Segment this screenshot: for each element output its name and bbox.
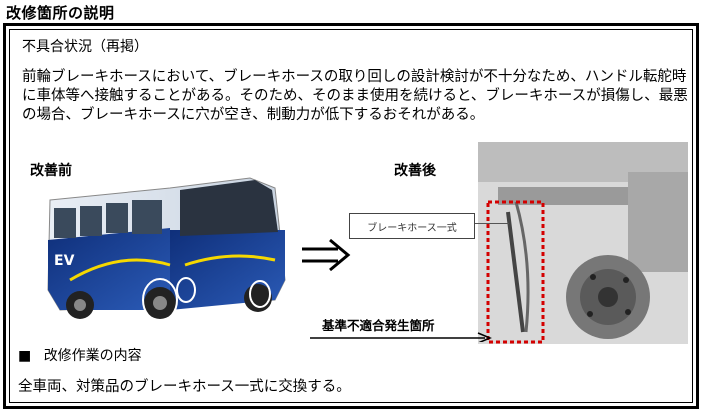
page-title: 改修箇所の説明 — [6, 4, 115, 22]
section2-heading-row: ■ 改修作業の内容 — [18, 347, 142, 365]
nonconformance-arrow-icon — [310, 332, 492, 342]
svg-text:EV: EV — [54, 253, 75, 269]
section2-body: 全車両、対策品のブレーキホース一式に交換する。 — [18, 379, 351, 395]
before-label: 改善前 — [30, 163, 72, 179]
inner-frame: 不具合状況（再掲） 前輪ブレーキホースにおいて、ブレーキホースの取り回しの設計検… — [9, 29, 693, 403]
arrow-icon — [302, 238, 351, 272]
brake-assembly-photo — [478, 142, 688, 344]
bus-photo: EV — [47, 177, 286, 322]
after-label: 改善後 — [394, 163, 436, 179]
outer-frame: 不具合状況（再掲） 前輪ブレーキホースにおいて、ブレーキホースの取り回しの設計検… — [3, 23, 699, 409]
nonconformance-label: 基準不適合発生箇所 — [322, 318, 435, 333]
bullet-icon: ■ — [18, 348, 32, 364]
section1-body: 前輪ブレーキホースにおいて、ブレーキホースの取り回しの設計検討が不十分なため、ハ… — [22, 69, 688, 123]
section2-heading: 改修作業の内容 — [43, 348, 142, 364]
callout-leader-line — [473, 223, 509, 224]
brake-hose-callout: ブレーキホース一式 — [349, 213, 475, 239]
section1-heading: 不具合状況（再掲） — [22, 39, 148, 55]
